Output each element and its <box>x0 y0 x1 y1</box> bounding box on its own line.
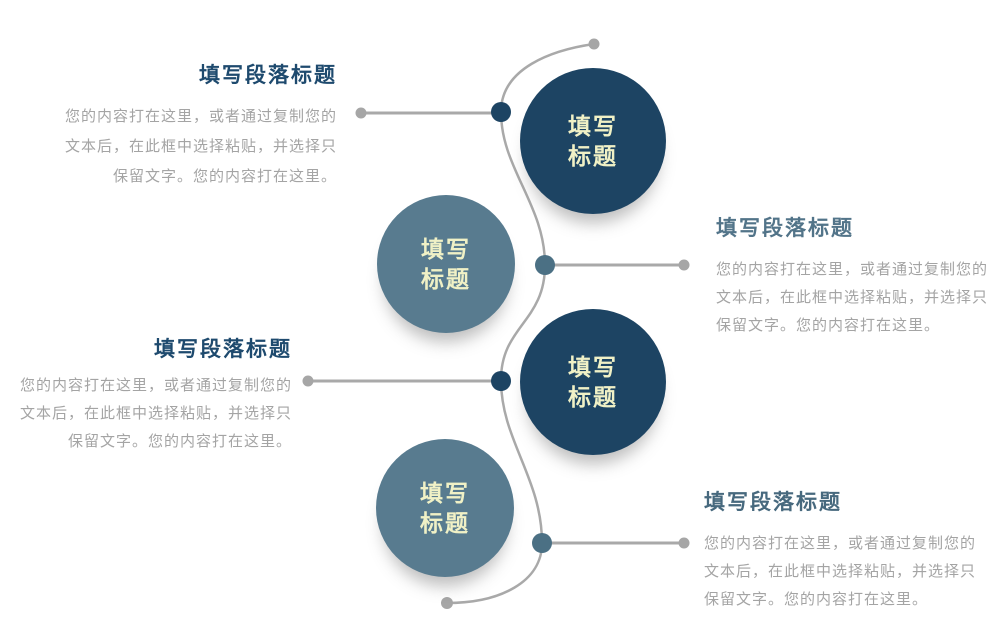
section-right-middle: 填写段落标题 您的内容打在这里，或者通过复制您的 文本后，在此框中选择粘贴，并选… <box>716 215 1007 340</box>
section-paragraph: 您的内容打在这里，或者通过复制您的 文本后，在此框中选择粘贴，并选择只 保留文字… <box>0 372 292 456</box>
section-paragraph: 您的内容打在这里，或者通过复制您的 文本后，在此框中选择粘贴，并选择只 保留文字… <box>716 256 1007 340</box>
circle-label: 填写 标题 <box>568 354 618 410</box>
curve-end-dot <box>441 597 453 609</box>
paragraph-line: 保留文字。您的内容打在这里。 <box>112 168 337 185</box>
section-left-middle: 填写段落标题 您的内容打在这里，或者通过复制您的 文本后，在此框中选择粘贴，并选… <box>0 336 292 456</box>
paragraph-line: 您的内容打在这里，或者通过复制您的 <box>704 535 977 552</box>
circle-node-4: 填写 标题 <box>376 439 514 577</box>
section-title: 填写段落标题 <box>199 64 337 87</box>
node-dot-3 <box>491 371 511 391</box>
line-end-dot-top-left <box>355 107 367 119</box>
section-bottom-right: 填写段落标题 您的内容打在这里，或者通过复制您的 文本后，在此框中选择粘贴，并选… <box>704 489 996 614</box>
section-title: 填写段落标题 <box>716 217 854 240</box>
line-end-dot-right-mid <box>678 259 690 271</box>
paragraph-line: 保留文字。您的内容打在这里。 <box>67 433 292 450</box>
paragraph-line: 保留文字。您的内容打在这里。 <box>716 317 941 334</box>
node-dot-4 <box>532 533 552 553</box>
paragraph-line: 保留文字。您的内容打在这里。 <box>704 591 929 608</box>
paragraph-line: 文本后，在此框中选择粘贴，并选择只 <box>19 405 292 422</box>
paragraph-line: 文本后，在此框中选择粘贴，并选择只 <box>64 138 337 155</box>
circle-label: 填写 标题 <box>421 236 471 292</box>
node-dot-1 <box>491 102 511 122</box>
paragraph-line: 您的内容打在这里，或者通过复制您的 <box>716 261 989 278</box>
section-paragraph: 您的内容打在这里，或者通过复制您的 文本后，在此框中选择粘贴，并选择只 保留文字… <box>704 530 996 614</box>
circle-node-3: 填写 标题 <box>520 309 666 455</box>
paragraph-line: 文本后，在此框中选择粘贴，并选择只 <box>716 289 989 306</box>
node-dot-2 <box>535 255 555 275</box>
curve-start-dot <box>588 38 600 50</box>
line-end-dot-bottom-right <box>678 537 690 549</box>
circle-node-1: 填写 标题 <box>520 68 666 214</box>
section-top-left: 填写段落标题 您的内容打在这里，或者通过复制您的 文本后，在此框中选择粘贴，并选… <box>37 62 337 192</box>
circle-label: 填写 标题 <box>420 480 470 536</box>
line-end-dot-left-mid <box>302 375 314 387</box>
section-paragraph: 您的内容打在这里，或者通过复制您的 文本后，在此框中选择粘贴，并选择只 保留文字… <box>37 102 337 192</box>
section-title: 填写段落标题 <box>154 338 292 361</box>
paragraph-line: 您的内容打在这里，或者通过复制您的 <box>64 108 337 125</box>
paragraph-line: 文本后，在此框中选择粘贴，并选择只 <box>704 563 977 580</box>
section-title: 填写段落标题 <box>704 491 842 514</box>
circle-label: 填写 标题 <box>568 113 618 169</box>
paragraph-line: 您的内容打在这里，或者通过复制您的 <box>19 377 292 394</box>
circle-node-2: 填写 标题 <box>377 195 515 333</box>
